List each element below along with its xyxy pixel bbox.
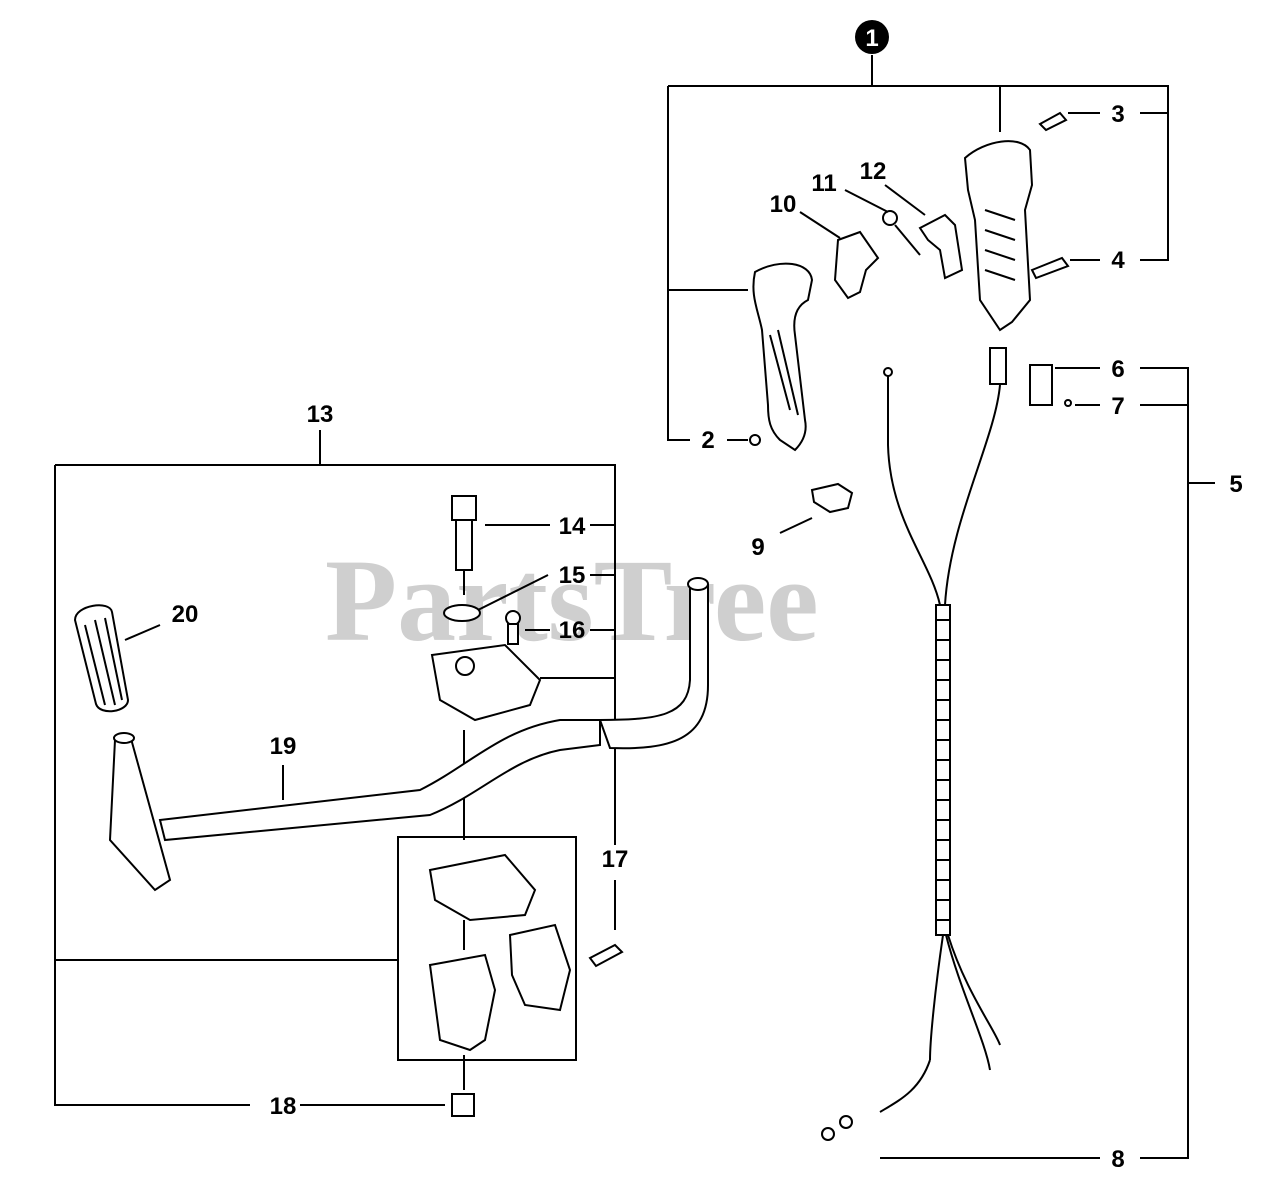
handle-assembly-bracket <box>667 55 1169 441</box>
callout-3: 3 <box>1111 101 1124 128</box>
callout-15: 15 <box>559 562 586 589</box>
callout-20: 20 <box>172 601 199 628</box>
rear-grip-part <box>749 262 814 452</box>
wire-clip-9-part <box>810 482 854 514</box>
spring-part <box>882 210 921 256</box>
clip-6-part <box>1029 364 1053 406</box>
grip-20-part <box>73 604 130 713</box>
screw-3-part <box>1038 111 1068 132</box>
screw-4-part <box>1030 256 1070 280</box>
leader-20 <box>124 624 161 641</box>
callout-11: 11 <box>811 170 836 197</box>
leader-11 <box>844 189 889 213</box>
callout-8: 8 <box>1111 1146 1124 1173</box>
switch-part <box>989 347 1007 385</box>
callout-7: 7 <box>1111 393 1124 420</box>
callout-9: 9 <box>751 534 764 561</box>
leader-12 <box>884 184 926 216</box>
lever-part <box>918 213 964 280</box>
callout-1: 1 <box>865 25 878 52</box>
handlebar-pipe-19-part <box>108 577 709 892</box>
wiring-bracket <box>880 367 1215 1159</box>
nut-8-part <box>821 1115 853 1141</box>
bolt-14-part <box>451 495 477 571</box>
leader-10 <box>799 211 841 239</box>
callout-1-badge <box>855 20 889 54</box>
callout-4: 4 <box>1111 247 1125 274</box>
wire-harness <box>879 367 1001 1113</box>
callout-13: 13 <box>307 401 334 428</box>
callout-17: 17 <box>602 846 629 873</box>
leader-15 <box>477 574 549 611</box>
watermark: PartsTree <box>325 535 819 666</box>
callout-10: 10 <box>770 191 797 218</box>
nut-18-part <box>451 1093 475 1117</box>
callout-19: 19 <box>270 733 297 760</box>
front-housing-part <box>963 140 1034 332</box>
callout-5: 5 <box>1229 471 1242 498</box>
trigger-part <box>833 230 880 300</box>
screw-17-part <box>588 943 624 968</box>
callout-6: 6 <box>1111 356 1124 383</box>
callout-2: 2 <box>701 427 714 454</box>
lower-clamp-parts <box>428 853 572 1052</box>
handlebar-bracket <box>54 430 616 1106</box>
callout-16: 16 <box>559 617 586 644</box>
washer-15-part <box>443 604 481 622</box>
leader-9 <box>779 517 813 534</box>
callout-12: 12 <box>860 158 887 185</box>
screw-7-part <box>1064 399 1072 407</box>
callout-14: 14 <box>559 513 586 540</box>
callout-18: 18 <box>270 1093 297 1120</box>
screw-16-part <box>505 610 521 645</box>
